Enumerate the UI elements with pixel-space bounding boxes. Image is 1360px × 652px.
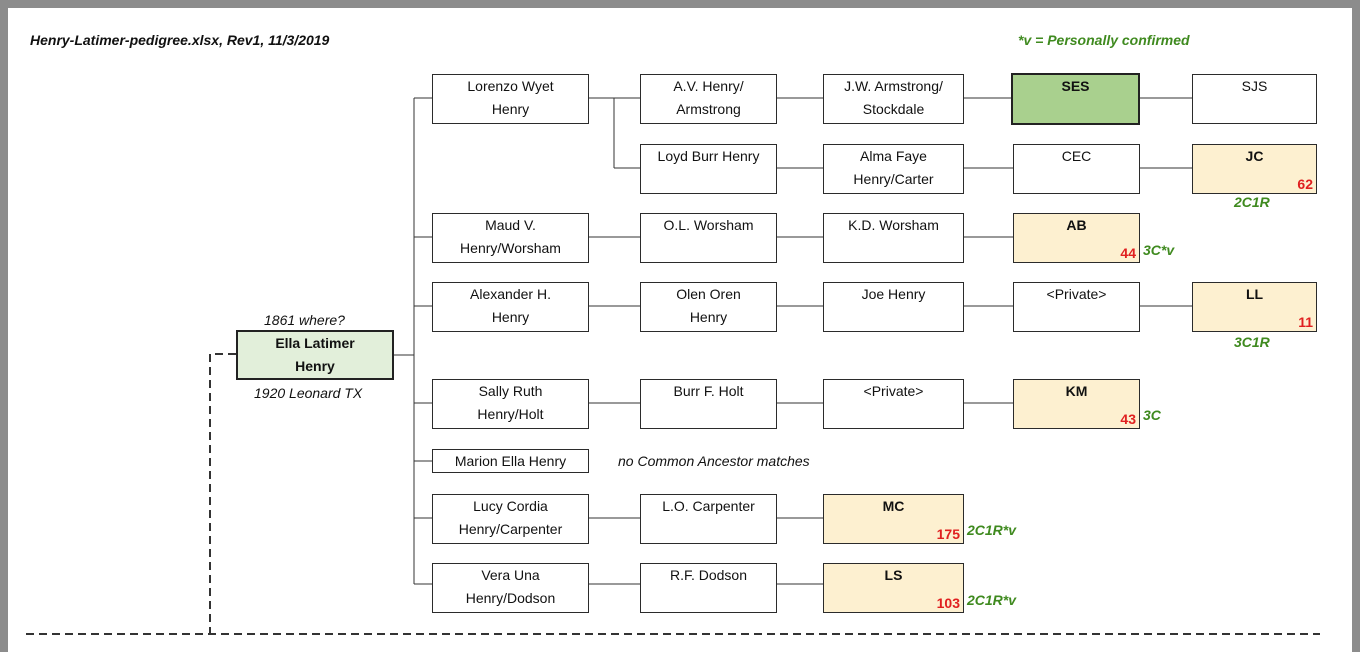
person-name: <Private> xyxy=(1046,286,1107,302)
relationship-label-ab: 3C*v xyxy=(1143,242,1175,258)
person-name: Marion Ella Henry xyxy=(454,453,567,469)
person-name: Alexander H. Henry xyxy=(470,286,551,325)
person-box-sally[interactable]: Sally Ruth Henry/Holt xyxy=(432,379,589,429)
cm-value: 62 xyxy=(1297,176,1313,192)
person-name: Loyd Burr Henry xyxy=(657,148,760,164)
person-box-alma[interactable]: Alma Faye Henry/Carter xyxy=(823,144,964,194)
relationship-label-mc: 2C1R*v xyxy=(967,522,1017,538)
person-box-ses[interactable]: SES xyxy=(1011,73,1140,125)
person-name: Lucy Cordia Henry/Carpenter xyxy=(458,498,563,537)
person-name: CEC xyxy=(1061,148,1092,164)
person-box-burr-holt[interactable]: Burr F. Holt xyxy=(640,379,777,429)
cm-value: 43 xyxy=(1120,411,1136,427)
cm-value: 175 xyxy=(936,526,960,542)
person-box-private-1[interactable]: <Private> xyxy=(1013,282,1140,332)
person-name: K.D. Worsham xyxy=(848,217,939,233)
relationship-label-ls: 2C1R*v xyxy=(967,592,1017,608)
relationship-label-km: 3C xyxy=(1143,407,1161,423)
person-box-joe[interactable]: Joe Henry xyxy=(823,282,964,332)
person-name: Ella Latimer Henry xyxy=(275,335,355,374)
document-title: Henry-Latimer-pedigree.xlsx, Rev1, 11/3/… xyxy=(30,32,330,48)
person-box-private-2[interactable]: <Private> xyxy=(823,379,964,429)
person-box-jw-armstrong[interactable]: J.W. Armstrong/ Stockdale xyxy=(823,74,964,124)
person-name: J.W. Armstrong/ Stockdale xyxy=(844,78,943,117)
root-death-note: 1920 Leonard TX xyxy=(254,385,363,401)
person-name: SES xyxy=(1061,78,1090,94)
connector-lines xyxy=(26,97,1320,636)
person-name: <Private> xyxy=(863,383,924,399)
person-name: AB xyxy=(1066,217,1087,233)
match-box-ll[interactable]: LL 11 xyxy=(1192,282,1317,332)
no-match-note: no Common Ancestor matches xyxy=(618,453,810,469)
person-name: JC xyxy=(1245,148,1264,164)
cm-value: 44 xyxy=(1120,245,1136,261)
person-name: L.O. Carpenter xyxy=(662,498,755,514)
legend-note: *v = Personally confirmed xyxy=(1018,32,1190,48)
relationship-label-ll: 3C1R xyxy=(1234,334,1270,350)
person-box-lo-carpenter[interactable]: L.O. Carpenter xyxy=(640,494,777,544)
person-name: Olen Oren Henry xyxy=(676,286,741,325)
person-box-alexander[interactable]: Alexander H. Henry xyxy=(432,282,589,332)
person-name: LS xyxy=(884,567,903,583)
person-box-vera[interactable]: Vera Una Henry/Dodson xyxy=(432,563,589,613)
match-box-ls[interactable]: LS 103 xyxy=(823,563,964,613)
match-box-jc[interactable]: JC 62 xyxy=(1192,144,1317,194)
person-box-olen[interactable]: Olen Oren Henry xyxy=(640,282,777,332)
person-name: Joe Henry xyxy=(861,286,926,302)
person-name: R.F. Dodson xyxy=(669,567,748,583)
person-box-marion[interactable]: Marion Ella Henry xyxy=(432,449,589,473)
person-box-lorenzo[interactable]: Lorenzo Wyet Henry xyxy=(432,74,589,124)
person-name: Vera Una Henry/Dodson xyxy=(465,567,556,606)
match-box-km[interactable]: KM 43 xyxy=(1013,379,1140,429)
root-person-box[interactable]: Ella Latimer Henry xyxy=(236,330,394,380)
person-name: MC xyxy=(882,498,905,514)
person-box-kd-worsham[interactable]: K.D. Worsham xyxy=(823,213,964,263)
relationship-label-jc: 2C1R xyxy=(1234,194,1270,210)
person-name: Burr F. Holt xyxy=(673,383,744,399)
person-name: O.L. Worsham xyxy=(663,217,754,233)
person-name: Lorenzo Wyet Henry xyxy=(467,78,554,117)
person-box-loyd[interactable]: Loyd Burr Henry xyxy=(640,144,777,194)
person-name: KM xyxy=(1065,383,1088,399)
match-box-ab[interactable]: AB 44 xyxy=(1013,213,1140,263)
person-box-sjs[interactable]: SJS xyxy=(1192,74,1317,124)
person-name: A.V. Henry/ Armstrong xyxy=(673,78,744,117)
person-box-rf-dodson[interactable]: R.F. Dodson xyxy=(640,563,777,613)
person-box-cec[interactable]: CEC xyxy=(1013,144,1140,194)
root-birth-note: 1861 where? xyxy=(264,312,345,328)
match-box-mc[interactable]: MC 175 xyxy=(823,494,964,544)
person-box-lucy[interactable]: Lucy Cordia Henry/Carpenter xyxy=(432,494,589,544)
person-box-av-henry[interactable]: A.V. Henry/ Armstrong xyxy=(640,74,777,124)
pedigree-sheet: Henry-Latimer-pedigree.xlsx, Rev1, 11/3/… xyxy=(8,8,1352,652)
person-name: Sally Ruth Henry/Holt xyxy=(477,383,544,422)
person-name: Alma Faye Henry/Carter xyxy=(853,148,934,187)
cm-value: 11 xyxy=(1298,314,1313,330)
person-name: SJS xyxy=(1241,78,1268,94)
person-box-ol-worsham[interactable]: O.L. Worsham xyxy=(640,213,777,263)
person-box-maud[interactable]: Maud V. Henry/Worsham xyxy=(432,213,589,263)
person-name: LL xyxy=(1245,286,1264,302)
person-name: Maud V. Henry/Worsham xyxy=(460,217,561,256)
cm-value: 103 xyxy=(936,595,960,611)
